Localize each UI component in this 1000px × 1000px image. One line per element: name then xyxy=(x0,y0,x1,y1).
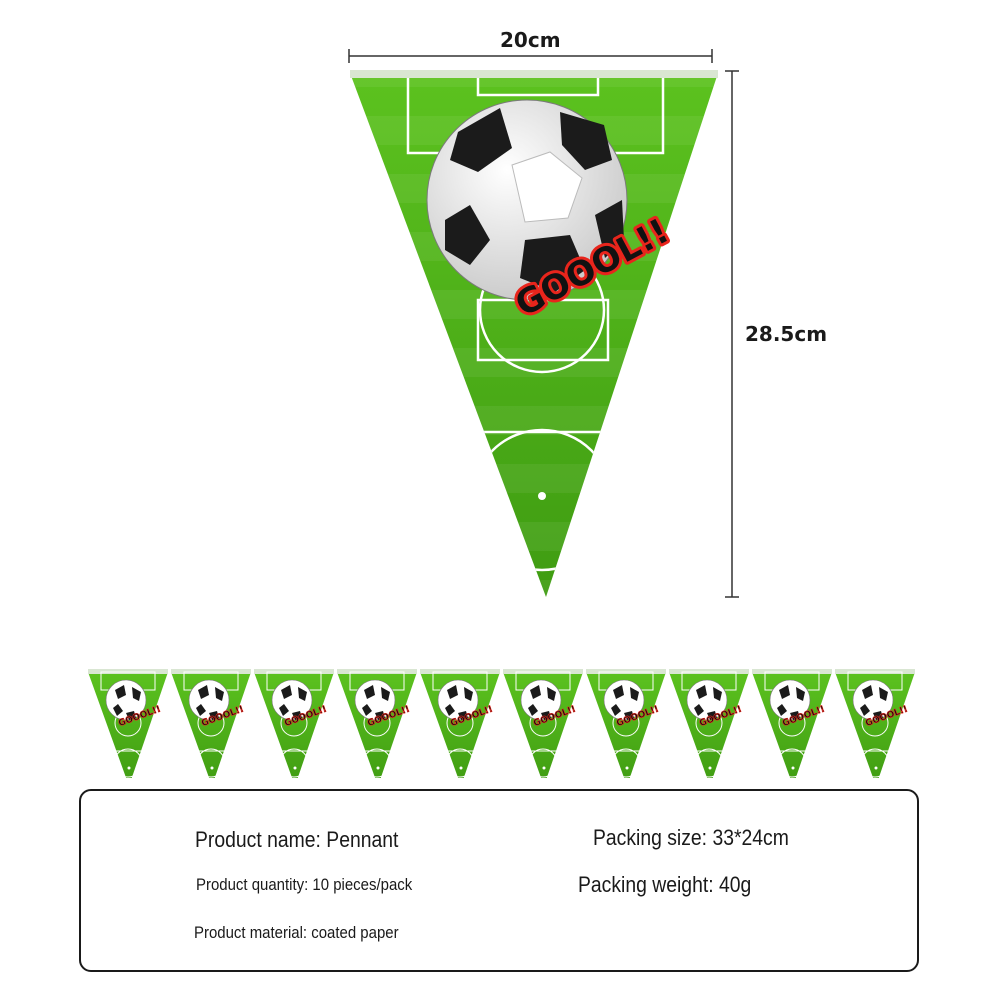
pennant-flag: GOOOL!! GOOOL!! xyxy=(350,70,718,597)
main-pennant-illustration: GOOOL!! GOOOL!! xyxy=(348,49,739,598)
mini-pennant xyxy=(503,668,583,778)
product-name: Product name: Pennant xyxy=(195,827,399,852)
packing-size: Packing size: 33*24cm xyxy=(593,825,789,850)
mini-pennant xyxy=(420,668,500,778)
mini-pennant xyxy=(586,668,666,778)
mini-pennant xyxy=(88,668,168,778)
mini-pennant xyxy=(835,668,915,778)
width-dimension-line xyxy=(348,49,713,63)
mini-pennant xyxy=(171,668,251,778)
height-dimension-line xyxy=(725,70,739,598)
mini-pennant xyxy=(337,668,417,778)
packing-weight: Packing weight: 40g xyxy=(578,872,752,897)
mini-pennant xyxy=(752,668,832,778)
mini-pennant xyxy=(254,668,334,778)
soccer-ball-icon xyxy=(426,99,628,301)
product-specs-box: Product name: Pennant Product quantity: … xyxy=(79,789,919,972)
width-dimension-label: 20cm xyxy=(500,28,561,52)
product-material: Product material: coated paper xyxy=(194,923,399,942)
pennant-bunting-row: GOOOL!! xyxy=(88,668,915,778)
height-dimension-label: 28.5cm xyxy=(745,322,828,346)
product-quantity: Product quantity: 10 pieces/pack xyxy=(196,875,413,894)
mini-pennant xyxy=(669,668,749,778)
